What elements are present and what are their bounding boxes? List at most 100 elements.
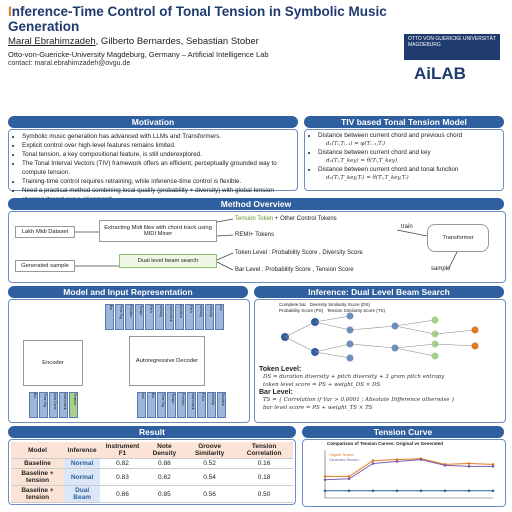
table-cell: 0.88 — [144, 458, 185, 469]
token-level-label: Token Level : Probability Score , Divers… — [235, 250, 363, 256]
column-header: Model — [11, 442, 64, 459]
token-chip: Instrument — [59, 392, 68, 418]
token-chip: Velocity — [155, 304, 164, 330]
token-chip: Velocity — [205, 304, 214, 330]
motivation-heading: Motivation — [8, 116, 298, 128]
inference-box: Complete bar Diversity Similarity Score … — [254, 299, 506, 423]
bar-level-label: Bar Level : Probability Score , Tension … — [235, 267, 354, 273]
legend-entry: Generated Tension — [329, 458, 359, 462]
result-heading: Result — [8, 426, 296, 438]
bar-ts-formula: TS = { Correlation if Var > 0.0001 ; Abs… — [263, 397, 455, 403]
tiv-box: Distance between current chord and previ… — [304, 129, 504, 191]
token-chip: Time Sig — [157, 392, 166, 418]
token-chip: Instrument — [187, 392, 196, 418]
tiv-formula: d₁(Tᵢ,Tᵢ₋₁) = φ(Tᵢ₋₁,Tᵢ) — [326, 141, 386, 147]
token-score-formula: token level score = PS + weight_DS × DS — [263, 382, 381, 388]
table-cell: 0.85 — [144, 485, 185, 503]
tension-curve-box: Comparison of Tension Curves: Original v… — [302, 439, 506, 507]
token-level-title: Token Level: — [259, 366, 302, 373]
table-cell: Normal — [63, 468, 101, 486]
table-cell: 0.50 — [235, 485, 293, 503]
extract-box: Extracting Midi files with chord track u… — [99, 220, 217, 242]
token-chip: Tempo — [135, 304, 144, 330]
token-chip: Bar — [147, 392, 156, 418]
data-point — [347, 477, 351, 481]
table-cell: 0.62 — [144, 468, 185, 486]
train-label: train — [401, 224, 413, 230]
motivation-item: Training-time control requires retrainin… — [22, 177, 294, 186]
tree-legend: Complete bar Diversity Similarity Score … — [279, 302, 385, 313]
table-cell: Normal — [63, 458, 101, 469]
tiv-formula: d₃(Tᵢ,T_key,Tᵢ) = θ(Tᵢ,T_key,Tᵢ) — [326, 175, 409, 181]
tiv-item: Distance between current chord and keyd₂… — [318, 148, 500, 165]
inference-heading: Inference: Dual Level Beam Search — [254, 286, 504, 298]
token-ds-formula: DS = duration diversity + pitch diversit… — [263, 374, 445, 380]
token-chip: Bar — [105, 304, 114, 330]
overview-box: Lakh Midi Dataset Extracting Midi files … — [8, 211, 506, 283]
data-point — [443, 489, 447, 493]
column-header: Instrument F1 — [100, 442, 145, 459]
data-point — [395, 460, 399, 463]
column-header: Inference — [63, 442, 101, 459]
chart-axes — [324, 450, 493, 499]
data-point — [467, 462, 471, 465]
data-point — [467, 489, 471, 493]
data-point — [347, 475, 351, 478]
data-point — [371, 489, 375, 493]
plot-title: Comparison of Tension Curves: Original v… — [327, 441, 443, 446]
tiv-item: Distance between current chord and tonal… — [318, 165, 500, 182]
data-point — [323, 478, 327, 482]
data-point — [323, 475, 327, 478]
transformer-box: Transformer — [427, 224, 489, 252]
token-chip: Duration — [217, 392, 226, 418]
token-chip: Tension — [69, 392, 78, 418]
model-heading: Model and Input Representation — [8, 286, 248, 298]
motivation-item: Explicit control over high-level feature… — [22, 141, 294, 150]
table-cell: 0.82 — [100, 458, 145, 469]
encoder-box: Encoder — [23, 340, 83, 386]
data-point — [491, 465, 495, 468]
tension-curve-heading: Tension Curve — [302, 426, 504, 438]
authors: Maral Ebrahimzadeh, Gilberto Bernardes, … — [8, 36, 259, 47]
token-chip: Pitch — [197, 392, 206, 418]
data-point — [491, 489, 495, 493]
bar-level-title: Bar Level: — [259, 389, 293, 396]
token-chip: Time Sig — [115, 304, 124, 330]
tiv-item: Distance between current chord and previ… — [318, 131, 500, 148]
table-cell: 0.54 — [184, 468, 236, 486]
dataset-box: Lakh Midi Dataset — [15, 226, 75, 238]
table-cell: Dual Beam — [63, 485, 101, 503]
beam-tree — [281, 312, 479, 362]
series-line — [325, 458, 494, 477]
motivation-item: The Tonal Interval Vectors (TIV) framewo… — [22, 159, 294, 177]
token-chip: Instrument — [165, 304, 174, 330]
data-point — [443, 464, 447, 467]
column-header: Note Density — [144, 442, 185, 459]
data-point — [419, 458, 423, 461]
data-point — [347, 489, 351, 493]
table-cell: 0.16 — [235, 458, 293, 469]
data-point — [395, 458, 399, 461]
table-cell: 0.83 — [100, 468, 145, 486]
beam-box: Dual level beam search — [119, 254, 217, 268]
generated-box: Generated sample — [15, 260, 75, 272]
table-cell: 0.18 — [235, 468, 293, 486]
table-cell: 0.52 — [184, 458, 236, 469]
university-logo: OTTO VON GUERICKE UNIVERSITÄT MAGDEBURG — [404, 34, 500, 60]
data-point — [467, 465, 471, 468]
token-chip: Tempo — [167, 392, 176, 418]
token-chip: Position — [125, 304, 134, 330]
data-point — [371, 462, 375, 465]
sample-label: sample — [431, 266, 451, 272]
token-chip: Velocity — [195, 304, 204, 330]
motivation-item: Symbolic music generation has advanced w… — [22, 132, 294, 141]
token-chip: Note Dens — [49, 392, 58, 418]
contact: contact: maral.ebrahimzadeh@ovgu.de — [8, 60, 131, 67]
column-header: Tension Correlation — [235, 442, 293, 459]
affiliation: Otto-von-Guericke-University Magdeburg, … — [8, 50, 269, 59]
